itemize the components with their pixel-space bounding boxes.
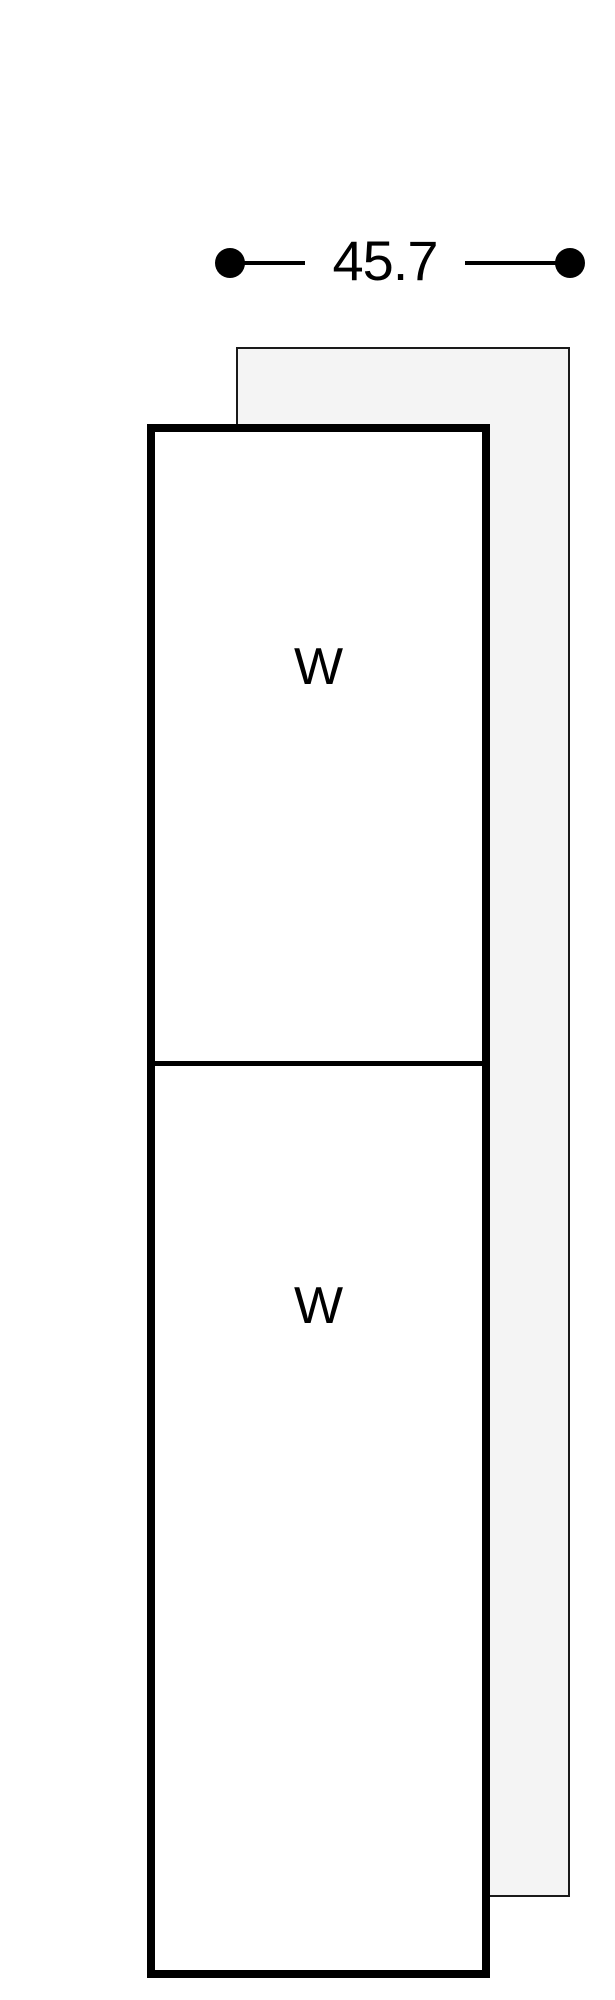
cabinet-cell-upper-label: W	[293, 637, 344, 696]
dimension-right-dot-icon	[555, 248, 585, 278]
dimension-line-left-segment	[243, 261, 305, 265]
dimension-left-dot-icon	[215, 248, 245, 278]
cabinet-cell-lower[interactable]: W	[155, 1066, 482, 1970]
dimension-line-right-segment	[465, 261, 557, 265]
cabinet-cell-upper[interactable]: W	[155, 432, 482, 1066]
dimension-annotation-width: 45.7	[0, 0, 615, 340]
cabinet-cell-lower-label: W	[293, 1277, 344, 1335]
dimension-value-label: 45.7	[332, 229, 439, 292]
cabinet-body-outline: W W	[147, 424, 490, 1978]
